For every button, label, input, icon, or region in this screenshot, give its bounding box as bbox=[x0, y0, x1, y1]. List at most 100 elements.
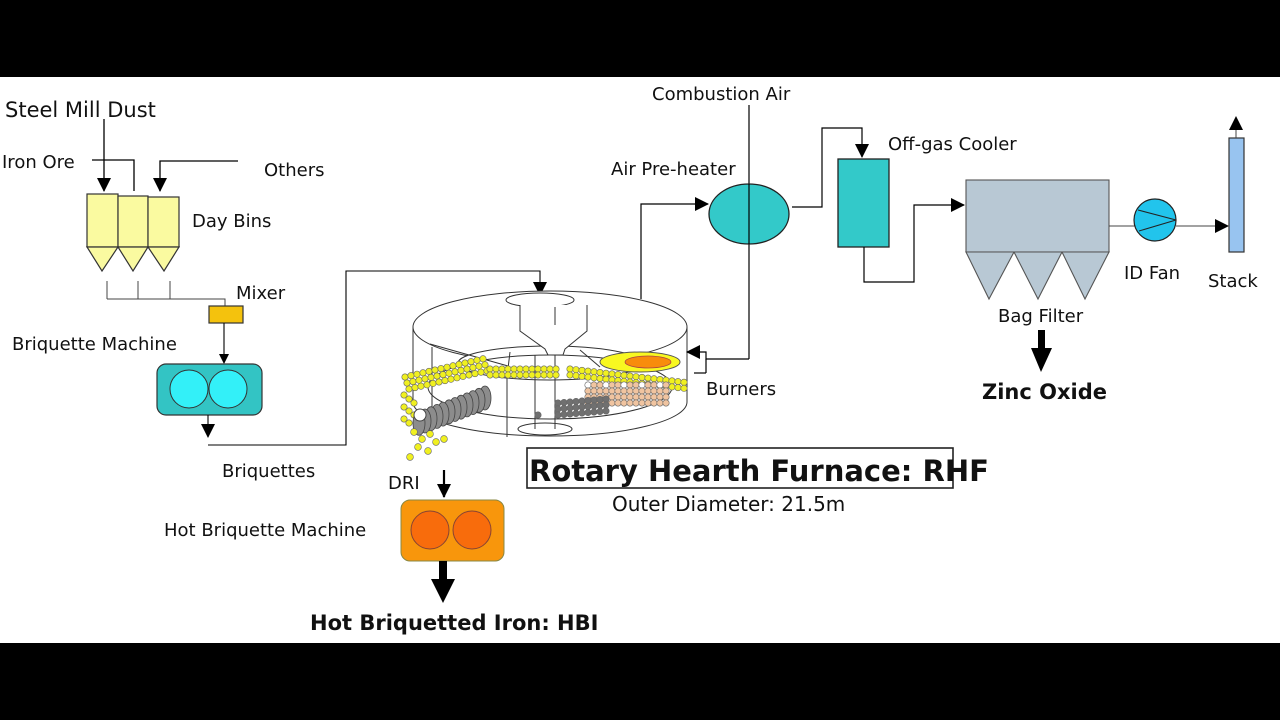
pellet bbox=[590, 387, 598, 395]
label-iron-ore: Iron Ore bbox=[2, 152, 75, 173]
title-box bbox=[526, 447, 954, 489]
dri-pellet bbox=[414, 443, 422, 451]
label-mixer: Mixer bbox=[236, 283, 286, 304]
pellet bbox=[443, 363, 451, 371]
pellet bbox=[650, 387, 658, 395]
pellet bbox=[578, 366, 586, 374]
input-lines bbox=[92, 119, 238, 192]
pellet bbox=[479, 355, 487, 363]
dri-pellet bbox=[410, 428, 418, 436]
pellet bbox=[492, 365, 500, 373]
pellet bbox=[602, 381, 610, 389]
pellet bbox=[405, 395, 413, 403]
briquette-roll-right bbox=[208, 369, 248, 409]
pellet bbox=[469, 364, 477, 372]
pellet bbox=[449, 362, 457, 370]
pellet bbox=[644, 387, 652, 395]
pellet bbox=[534, 411, 542, 419]
label-offgas-cooler: Off-gas Cooler bbox=[888, 134, 1017, 155]
pellet bbox=[546, 371, 554, 379]
label-hot-briquette-machine: Hot Briquette Machine bbox=[164, 520, 366, 541]
pellet bbox=[662, 381, 670, 389]
hot-briquette-machine bbox=[400, 499, 505, 562]
pellet bbox=[554, 411, 562, 419]
pellet bbox=[486, 371, 494, 379]
pellet bbox=[680, 384, 688, 392]
pellet bbox=[467, 358, 475, 366]
pellet bbox=[447, 375, 455, 383]
pellet bbox=[431, 366, 439, 374]
label-hbi-product: Hot Briquetted Iron: HBI bbox=[310, 611, 598, 635]
pellet bbox=[626, 387, 634, 395]
pellet bbox=[584, 367, 592, 375]
pellet bbox=[498, 371, 506, 379]
pellet bbox=[546, 365, 554, 373]
offgas-cooler bbox=[837, 158, 890, 248]
briquette-roll-left bbox=[169, 369, 209, 409]
pellet bbox=[620, 387, 628, 395]
pellet bbox=[656, 381, 664, 389]
pellet bbox=[590, 402, 598, 410]
pellet bbox=[602, 369, 610, 377]
pellet bbox=[572, 409, 580, 417]
pellet bbox=[620, 399, 628, 407]
bag-filter bbox=[965, 179, 1110, 301]
pellet bbox=[638, 373, 646, 381]
pellet bbox=[475, 362, 483, 370]
pellet bbox=[463, 365, 471, 373]
pellet bbox=[572, 366, 580, 374]
pellet bbox=[608, 393, 616, 401]
label-steel-mill-dust: Steel Mill Dust bbox=[5, 98, 156, 122]
pellet bbox=[554, 399, 562, 407]
hot-roll-left bbox=[410, 510, 450, 550]
pellet bbox=[662, 387, 670, 395]
pellet bbox=[590, 381, 598, 389]
pellet bbox=[560, 404, 568, 412]
label-dri: DRI bbox=[388, 473, 420, 494]
pellet bbox=[407, 372, 415, 380]
pellet bbox=[566, 365, 574, 373]
pellet bbox=[626, 381, 634, 389]
pellet bbox=[477, 368, 485, 376]
pellet bbox=[650, 375, 658, 383]
pellet bbox=[566, 410, 574, 418]
pellet bbox=[590, 408, 598, 416]
pellet bbox=[596, 387, 604, 395]
pellet bbox=[457, 366, 465, 374]
pellet bbox=[620, 371, 628, 379]
screw-hub bbox=[413, 408, 427, 422]
pellet bbox=[578, 403, 586, 411]
pellet bbox=[540, 365, 548, 373]
pellet bbox=[540, 371, 548, 379]
zinc-oxide-arrow bbox=[1031, 330, 1052, 372]
pellet bbox=[584, 396, 592, 404]
pellet bbox=[590, 374, 598, 382]
dri-pellet bbox=[440, 435, 448, 443]
pellet bbox=[400, 403, 408, 411]
pellet bbox=[590, 368, 598, 376]
pellet bbox=[602, 387, 610, 395]
pellet bbox=[461, 359, 469, 367]
pellet bbox=[632, 381, 640, 389]
pellet bbox=[638, 381, 646, 389]
label-stack: Stack bbox=[1208, 271, 1258, 292]
pellet bbox=[680, 378, 688, 386]
pellet bbox=[486, 365, 494, 373]
pellet bbox=[608, 381, 616, 389]
pellet bbox=[473, 356, 481, 364]
pellet bbox=[584, 381, 592, 389]
pellet bbox=[644, 393, 652, 401]
day-bins bbox=[85, 193, 181, 273]
pellet bbox=[650, 381, 658, 389]
pellet bbox=[419, 369, 427, 377]
pellet bbox=[504, 371, 512, 379]
day-bin-2 bbox=[117, 195, 149, 248]
pellet bbox=[504, 365, 512, 373]
pellet bbox=[638, 399, 646, 407]
day-bin-1 bbox=[86, 193, 119, 248]
pellet bbox=[437, 365, 445, 373]
pellet bbox=[566, 371, 574, 379]
pellet bbox=[656, 399, 664, 407]
pellet bbox=[421, 375, 429, 383]
pellet bbox=[572, 397, 580, 405]
